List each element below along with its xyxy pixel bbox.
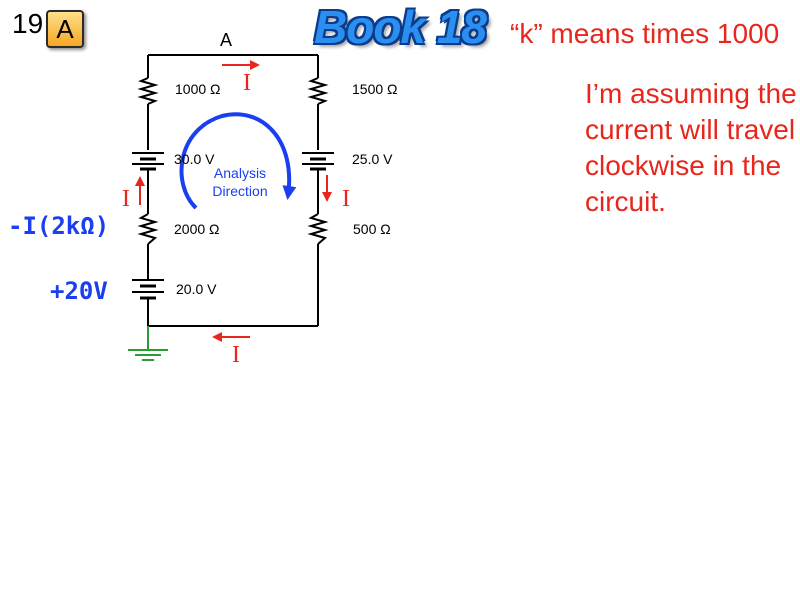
battery-left xyxy=(132,152,164,171)
assumption-note: I’m assuming the current will travel clo… xyxy=(585,78,797,217)
label-r-bottom-right: 500 Ω xyxy=(353,221,391,237)
resistor-bottom-right xyxy=(307,213,329,245)
analysis-direction-arrow xyxy=(179,112,297,210)
resistor-bottom-left xyxy=(137,213,159,245)
label-batt-left: 30.0 V xyxy=(174,151,215,167)
book-title: Book 18 xyxy=(314,1,487,53)
current-label-top: I xyxy=(243,70,251,96)
slide-number: 19 xyxy=(12,8,44,39)
battery-right xyxy=(302,152,334,171)
current-label-right: I xyxy=(342,186,350,212)
circuit-wires xyxy=(147,54,319,327)
resistor-top-right xyxy=(307,77,329,105)
section-badge: A xyxy=(46,10,84,48)
label-batt-bottom: 20.0 V xyxy=(176,281,217,297)
k-note: “k” means times 1000 xyxy=(510,18,780,49)
battery-bottom xyxy=(132,279,164,300)
label-r-bottom-left: 2000 Ω xyxy=(174,221,220,237)
analysis-direction-label: Analysis Direction xyxy=(200,164,280,200)
current-label-bottom: I xyxy=(232,342,240,368)
analysis-label-line2: Direction xyxy=(212,183,268,199)
resistor-top-left xyxy=(137,77,159,105)
label-r-top-right: 1500 Ω xyxy=(352,81,398,97)
label-batt-right: 25.0 V xyxy=(352,151,393,167)
equation-battery-rise: +20V xyxy=(50,277,108,305)
label-r-top-left: 1000 Ω xyxy=(175,81,221,97)
analysis-label-line1: Analysis xyxy=(213,165,267,181)
current-label-left: I xyxy=(122,186,130,212)
ground-symbol xyxy=(128,326,168,361)
equation-resistor-drop: -I(2kΩ) xyxy=(8,212,110,240)
node-label-a: A xyxy=(220,30,233,50)
